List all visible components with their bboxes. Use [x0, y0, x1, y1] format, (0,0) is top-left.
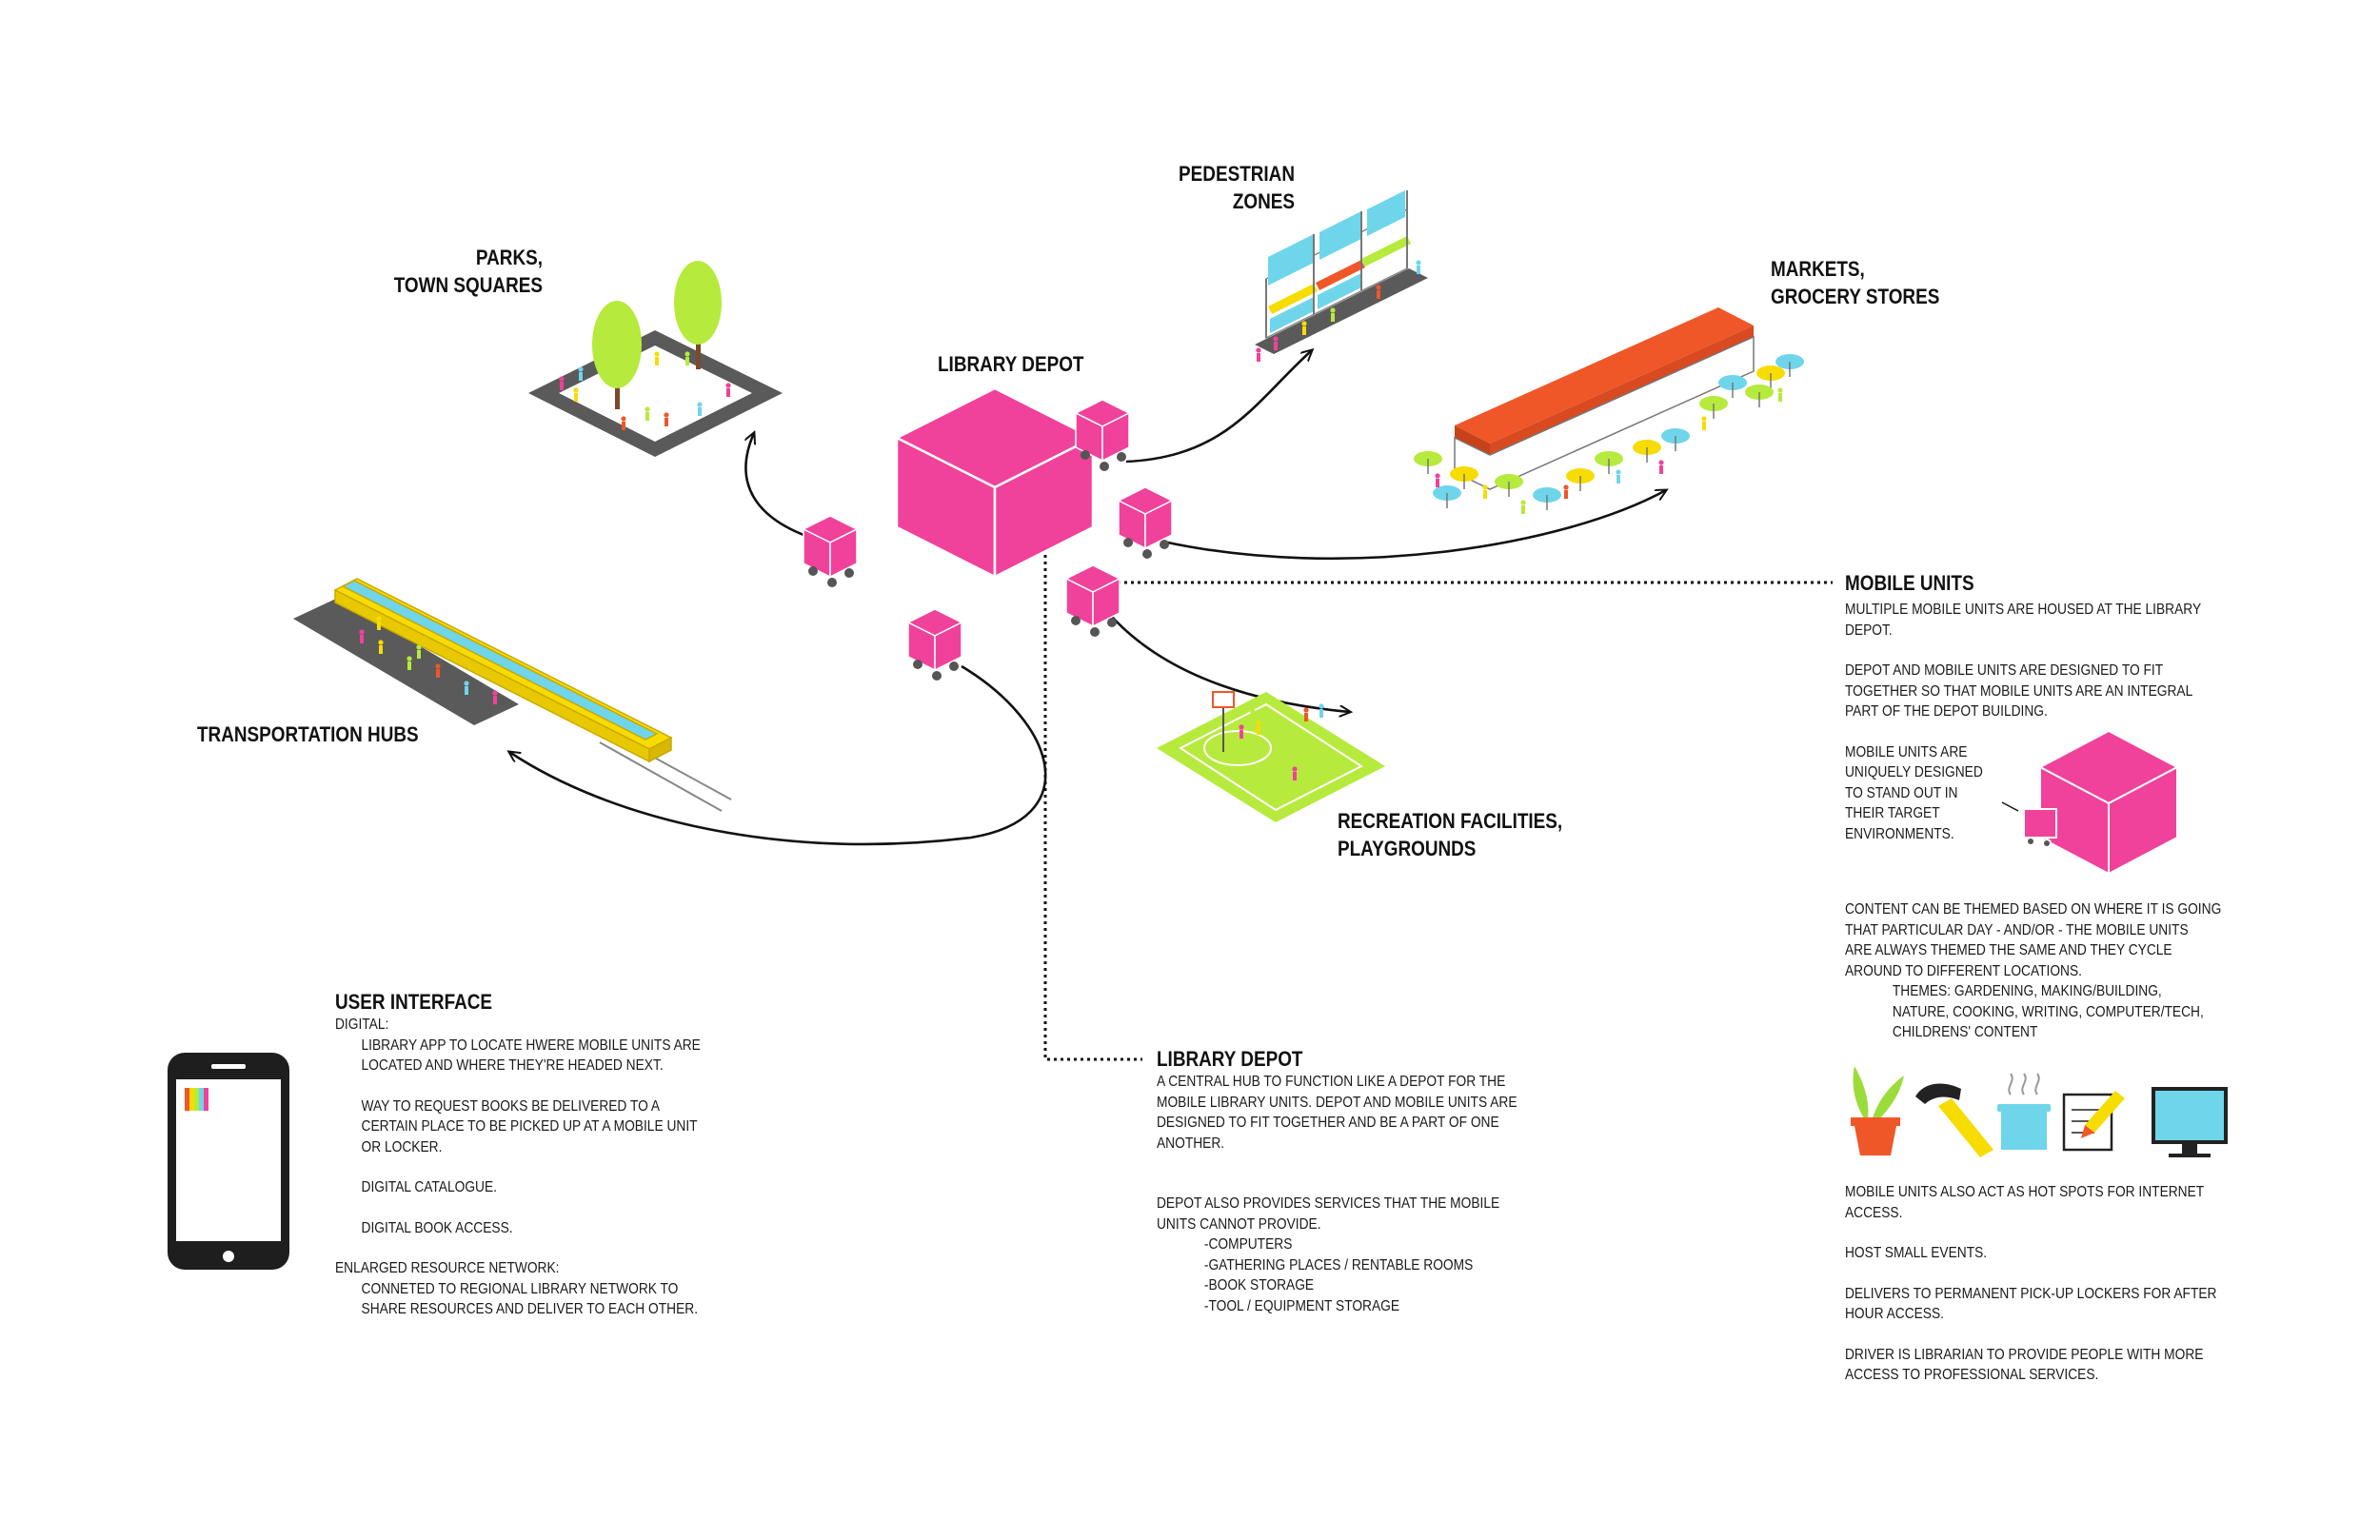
- mobile-units-title: MOBILE UNITS: [1845, 571, 1974, 595]
- train: [333, 578, 673, 763]
- user-interface-text-block: USER INTERFACE DIGITAL: LIBRARY APP TO L…: [335, 990, 830, 1320]
- user-interface-n1: CONNETED TO REGIONAL LIBRARY NETWORK TO …: [361, 1280, 699, 1318]
- library-depot-title: LIBRARY DEPOT: [1157, 1047, 1303, 1071]
- plant-pot-icon: [1851, 1066, 1904, 1155]
- computer-monitor-icon: [2152, 1087, 2228, 1157]
- markets-illustration: [1414, 307, 1804, 514]
- user-interface-digital: DIGITAL:: [335, 1017, 389, 1033]
- label-parks: PARKS, TOWN SQUARES: [393, 246, 543, 297]
- label-recreation: RECREATION FACILITIES, PLAYGROUNDS: [1338, 809, 1563, 860]
- mobile-units-p3: MOBILE UNITS ARE UNIQUELY DESIGNED TO ST…: [1845, 743, 1983, 842]
- parks-town-square-illustration: [528, 261, 783, 457]
- user-interface-d2: WAY TO REQUEST BOOKS BE DELIVERED TO A C…: [361, 1097, 698, 1155]
- app-icon: [185, 1088, 208, 1111]
- arrow-to-parks: [745, 433, 818, 542]
- mobile-unit-1: [1075, 399, 1130, 471]
- leader-to-library-depot-text: [1043, 522, 1142, 1061]
- mobile-units-p4: CONTENT CAN BE THEMED BASED ON WHERE IT …: [1845, 901, 2222, 979]
- hammer-icon: [1915, 1083, 1993, 1157]
- mobile-units-p7: DELIVERS TO PERMANENT PICK-UP LOCKERS FO…: [1845, 1285, 2217, 1323]
- label-pedestrian-zones: PEDESTRIAN ZONES: [1179, 162, 1295, 213]
- cooking-pot-icon: [1997, 1073, 2051, 1150]
- mobile-unit-4: [1065, 564, 1121, 637]
- library-depot-services: -COMPUTERS -GATHERING PLACES / RENTABLE …: [1203, 1236, 1474, 1314]
- transportation-illustration: [293, 578, 732, 812]
- user-interface-d3: DIGITAL CATALOGUE.: [361, 1179, 497, 1195]
- mobile-units-themes-block: CONTENT CAN BE THEMED BASED ON WHERE IT …: [1845, 899, 2359, 1043]
- mobile-units-group: [803, 399, 1173, 681]
- mobile-units-services-block: MOBILE UNITS ALSO ACT AS HOT SPOTS FOR I…: [1845, 1182, 2359, 1386]
- arrow-to-pedestrian-zones: [1125, 350, 1312, 464]
- arrow-to-recreation: [1111, 616, 1350, 712]
- mobile-unit-2: [1118, 486, 1173, 559]
- connection-arrows: [509, 350, 1666, 846]
- mobile-units-p8: DRIVER IS LIBRARIAN TO PROVIDE PEOPLE WI…: [1845, 1346, 2204, 1384]
- leader-lines: [1043, 522, 1833, 1061]
- library-depot-cube: [895, 386, 1095, 579]
- arrow-to-markets: [1162, 490, 1666, 561]
- mobile-unit-5: [907, 608, 962, 681]
- mobile-units-p1: MULTIPLE MOBILE UNITS ARE HOUSED AT THE …: [1845, 602, 2202, 639]
- recreation-illustration: [1157, 691, 1385, 822]
- arrow-to-transportation: [509, 664, 1047, 846]
- pedestrian-zones-illustration: [1255, 190, 1428, 362]
- mobile-unit-3: [803, 515, 858, 587]
- mobile-units-cube-small: [2001, 730, 2178, 875]
- mobile-units-p5: MOBILE UNITS ALSO ACT AS HOT SPOTS FOR I…: [1845, 1184, 2205, 1221]
- smartphone-illustration: [168, 1053, 289, 1270]
- library-depot-text-block: LIBRARY DEPOT A CENTRAL HUB TO FUNCTION …: [1157, 1047, 1652, 1316]
- notepad-pencil-icon: [2062, 1091, 2125, 1152]
- label-markets: MARKETS, GROCERY STORES: [1771, 257, 1940, 308]
- mobile-units-text-block: MOBILE UNITS MULTIPLE MOBILE UNITS ARE H…: [1845, 571, 2359, 844]
- user-interface-d4: DIGITAL BOOK ACCESS.: [361, 1219, 513, 1236]
- label-transportation-hubs: TRANSPORTATION HUBS: [197, 722, 419, 746]
- user-interface-d1: LIBRARY APP TO LOCATE HWERE MOBILE UNITS…: [361, 1037, 701, 1075]
- library-depot-p1: A CENTRAL HUB TO FUNCTION LIKE A DEPOT F…: [1157, 1074, 1517, 1152]
- user-interface-title: USER INTERFACE: [335, 990, 493, 1014]
- library-depot-p2: DEPOT ALSO PROVIDES SERVICES THAT THE MO…: [1157, 1195, 1500, 1233]
- mobile-units-p6: HOST SMALL EVENTS.: [1845, 1245, 1988, 1261]
- user-interface-network: ENLARGED RESOURCE NETWORK:: [335, 1260, 560, 1276]
- label-library-depot: LIBRARY DEPOT: [938, 352, 1084, 376]
- mobile-units-p2: DEPOT AND MOBILE UNITS ARE DESIGNED TO F…: [1845, 662, 2193, 720]
- mobile-units-themes: THEMES: GARDENING, MAKING/BUILDING, NATU…: [1892, 983, 2204, 1040]
